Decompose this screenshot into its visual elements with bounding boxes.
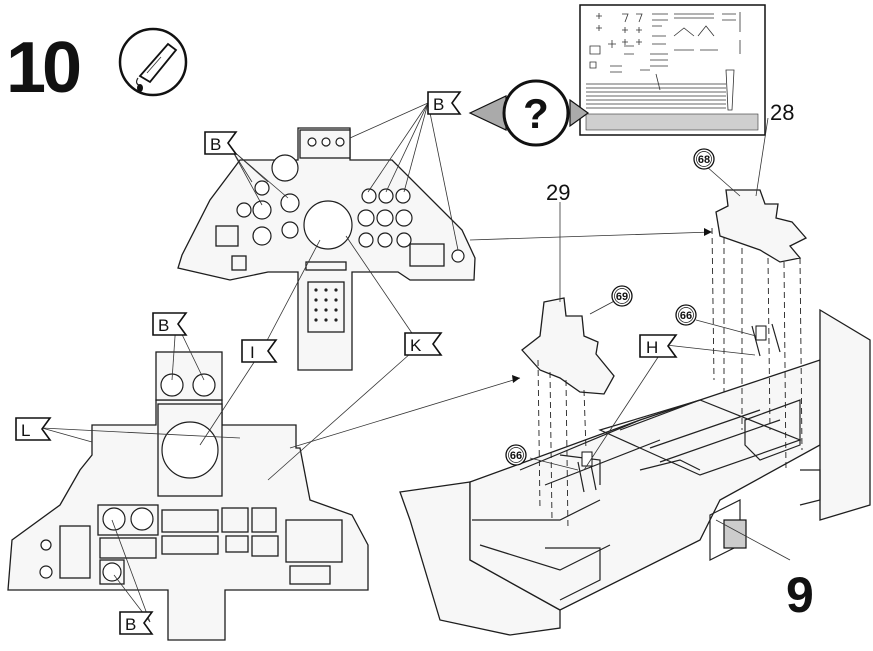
part-number-9: 9 <box>786 567 814 623</box>
help-question-glyph: ? <box>523 90 549 137</box>
decal-number-68: 68 <box>693 148 715 170</box>
decal-flag-k: K <box>404 332 443 356</box>
part-number-28: 28 <box>770 100 794 125</box>
decal-flag-h: H <box>639 334 678 358</box>
lower-instrument-panel <box>7 351 369 641</box>
svg-text:H: H <box>646 338 658 357</box>
svg-text:B: B <box>158 316 169 335</box>
decal-sheet <box>579 4 766 136</box>
decal-flag-b-bottom: B <box>119 611 154 635</box>
part-28-bulkhead <box>715 189 808 263</box>
part-29-bulkhead <box>521 297 615 395</box>
decal-flag-b-upper-left: B <box>204 131 238 155</box>
decal-flag-b-middle: B <box>152 312 188 336</box>
svg-text:69: 69 <box>616 291 628 303</box>
step-number: 10 <box>6 28 80 108</box>
decal-number-69: 69 <box>611 285 633 307</box>
svg-text:I: I <box>250 343 255 362</box>
svg-text:66: 66 <box>510 450 522 462</box>
svg-text:B: B <box>433 95 444 114</box>
upper-instrument-panel <box>177 127 476 371</box>
help-bubble: ? <box>468 79 590 147</box>
decal-flag-l: L <box>15 417 52 441</box>
svg-text:L: L <box>21 421 30 440</box>
svg-text:B: B <box>210 135 221 154</box>
glue-tube-icon <box>118 27 188 97</box>
svg-text:K: K <box>410 336 422 355</box>
svg-text:68: 68 <box>698 154 710 166</box>
decal-number-66-right: 66 <box>675 304 697 326</box>
part-number-29: 29 <box>546 180 570 205</box>
assembly-guides <box>537 227 803 531</box>
decal-flag-b-upper-right: B <box>427 91 462 115</box>
svg-text:66: 66 <box>680 310 692 322</box>
cockpit-tub <box>399 308 871 636</box>
decal-flag-i: I <box>241 339 278 363</box>
svg-text:B: B <box>125 615 136 634</box>
decal-number-66-left: 66 <box>505 444 527 466</box>
